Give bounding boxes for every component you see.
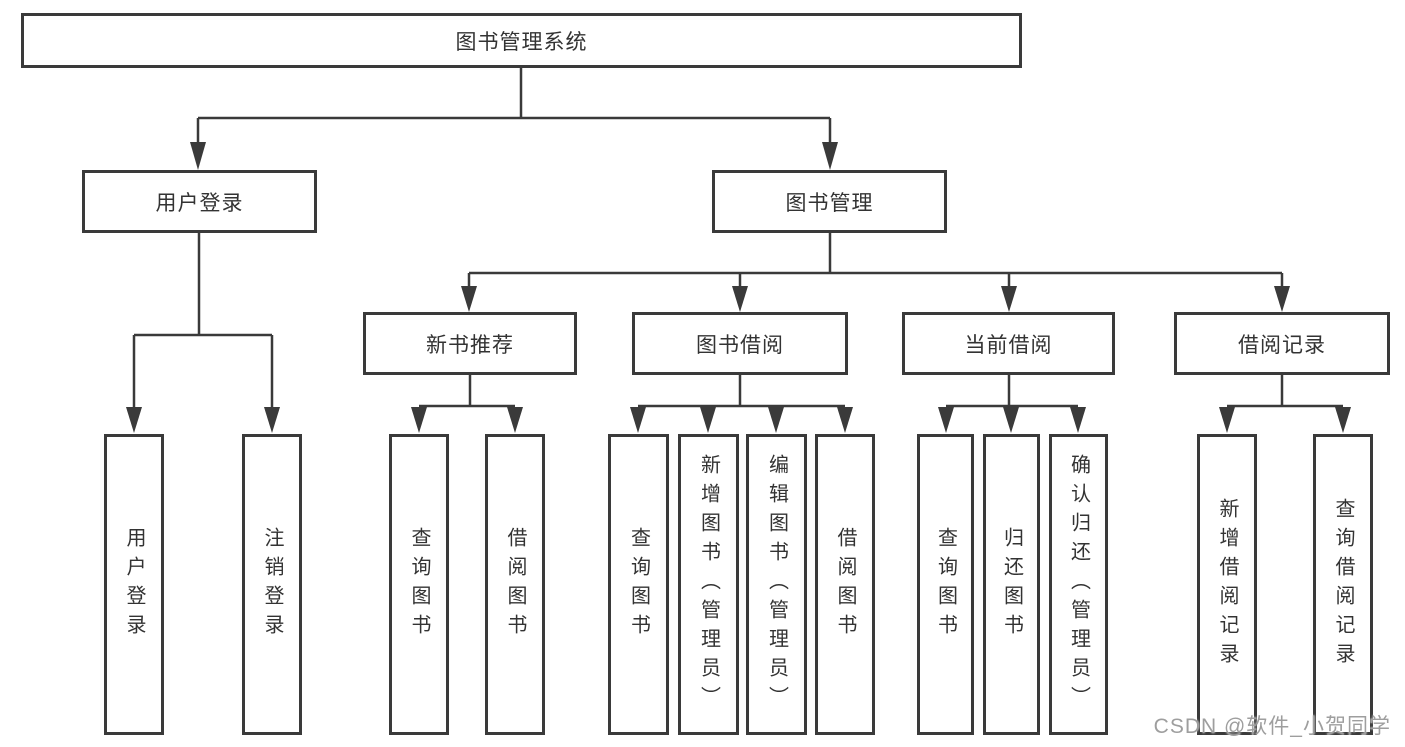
- leaf-add-books-admin: 新增图书（管理员）: [678, 434, 739, 735]
- leaf-user-login: 用户登录: [104, 434, 164, 735]
- node-book-borrow: 图书借阅: [632, 312, 848, 375]
- node-root: 图书管理系统: [21, 13, 1022, 68]
- leaf-current-query-books: 查询图书: [917, 434, 974, 735]
- node-new-book-recommend: 新书推荐: [363, 312, 577, 375]
- leaf-query-borrow-record: 查询借阅记录: [1313, 434, 1373, 735]
- node-current-borrow: 当前借阅: [902, 312, 1115, 375]
- leaf-edit-books-admin: 编辑图书（管理员）: [746, 434, 807, 735]
- leaf-confirm-return-admin: 确认归还（管理员）: [1049, 434, 1108, 735]
- leaf-borrow-query-books: 查询图书: [608, 434, 669, 735]
- node-user-login: 用户登录: [82, 170, 317, 233]
- leaf-return-books: 归还图书: [983, 434, 1040, 735]
- leaf-borrow-books: 借阅图书: [815, 434, 875, 735]
- node-book-management: 图书管理: [712, 170, 947, 233]
- leaf-recommend-query-books: 查询图书: [389, 434, 449, 735]
- leaf-recommend-borrow-books: 借阅图书: [485, 434, 545, 735]
- csdn-watermark: CSDN @软件_小贺同学: [1153, 715, 1391, 738]
- node-borrow-records: 借阅记录: [1174, 312, 1390, 375]
- leaf-add-borrow-record: 新增借阅记录: [1197, 434, 1257, 735]
- leaf-logout: 注销登录: [242, 434, 302, 735]
